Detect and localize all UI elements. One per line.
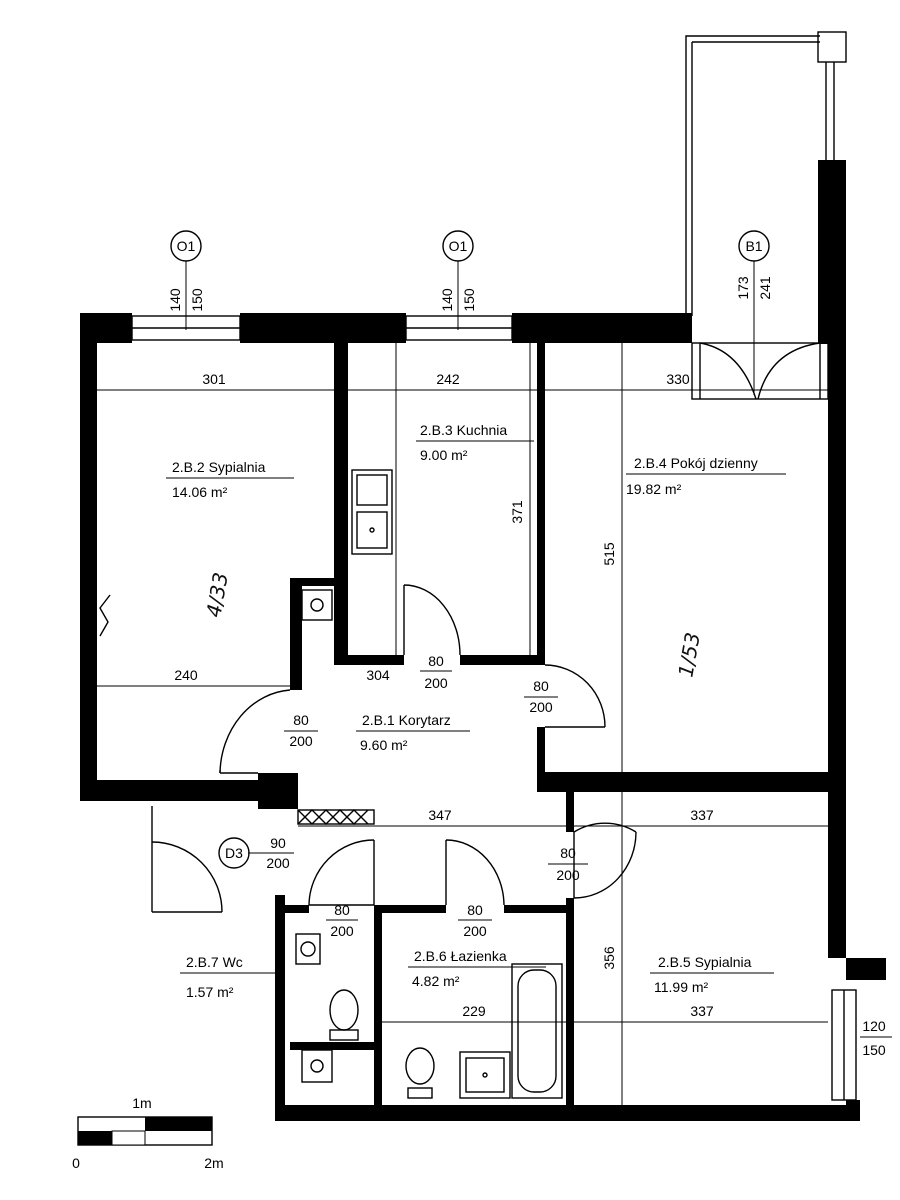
tag-d3-label: D3 xyxy=(225,845,243,861)
door-living-height: 200 xyxy=(529,699,553,715)
scale-left-label: 0 xyxy=(72,1155,80,1171)
room-living-name: 2.B.4 Pokój dzienny xyxy=(634,455,758,471)
door-swings xyxy=(151,584,637,913)
door-bedroom2-width: 80 xyxy=(560,845,576,861)
room-wc-name: 2.B.7 Wc xyxy=(186,954,243,970)
tag-o1-middle xyxy=(442,230,474,330)
tag-o1-middle-height: 150 xyxy=(461,288,477,312)
door-bedroom1-width: 80 xyxy=(293,712,309,728)
door-kitchen-width: 80 xyxy=(428,653,444,669)
dim-240: 240 xyxy=(174,667,198,683)
door-kitchen-height: 200 xyxy=(424,675,448,691)
room-bedroom1-area: 14.06 m² xyxy=(172,484,228,500)
scale-top-label: 1m xyxy=(132,1095,151,1111)
tag-o1-left xyxy=(170,230,202,330)
tag-o1-left-label: O1 xyxy=(177,238,196,254)
dim-330: 330 xyxy=(666,371,690,387)
door-bathroom-height: 200 xyxy=(463,923,487,939)
door-bedroom1-height: 200 xyxy=(289,733,313,749)
balcony xyxy=(685,31,847,400)
window-right-width: 120 xyxy=(862,1018,886,1034)
dim-337-top: 337 xyxy=(690,807,714,823)
dim-337-bottom: 337 xyxy=(690,1003,714,1019)
tag-d3-height: 200 xyxy=(266,855,290,871)
tag-o1-middle-width: 140 xyxy=(439,288,455,312)
tag-d3-width: 90 xyxy=(270,835,286,851)
tag-o1-left-width: 140 xyxy=(167,288,183,312)
wc-fixtures xyxy=(281,933,359,1105)
door-wc-height: 200 xyxy=(330,923,354,939)
dim-229: 229 xyxy=(462,1003,486,1019)
closet-fixture xyxy=(301,586,339,655)
room-bedroom2-area: 11.99 m² xyxy=(654,979,709,995)
dim-304: 304 xyxy=(366,667,390,683)
room-living-note: 1/53 xyxy=(673,631,704,679)
wardrobe-mark xyxy=(99,594,111,637)
entrance-threshold xyxy=(297,809,375,825)
room-bathroom-area: 4.82 m² xyxy=(412,973,460,989)
door-bedroom2-height: 200 xyxy=(556,867,580,883)
bathroom-fixtures xyxy=(405,963,563,1099)
room-bedroom1-name: 2.B.2 Sypialnia xyxy=(172,459,266,475)
door-bathroom-width: 80 xyxy=(467,902,483,918)
dim-371: 371 xyxy=(509,500,525,524)
dim-242: 242 xyxy=(436,371,460,387)
tag-o1-middle-label: O1 xyxy=(449,238,468,254)
dim-356: 356 xyxy=(601,946,617,970)
room-kitchen-name: 2.B.3 Kuchnia xyxy=(420,422,507,438)
room-bedroom2-name: 2.B.5 Sypialnia xyxy=(658,954,752,970)
room-kitchen-area: 9.00 m² xyxy=(420,447,468,463)
room-living-area: 19.82 m² xyxy=(626,481,682,497)
door-living-width: 80 xyxy=(533,678,549,694)
tag-o1-left-height: 150 xyxy=(189,288,205,312)
room-corridor-name: 2.B.1 Korytarz xyxy=(362,712,451,728)
dim-301: 301 xyxy=(202,371,226,387)
walls xyxy=(80,160,886,1121)
scale-bar xyxy=(77,1116,213,1146)
room-bedroom1-note: 4/33 xyxy=(201,571,232,619)
dim-515: 515 xyxy=(601,542,617,566)
dimension-lines xyxy=(97,343,892,1105)
tag-d3 xyxy=(218,837,250,869)
room-corridor-area: 9.60 m² xyxy=(360,737,408,753)
room-bathroom-name: 2.B.6 Łazienka xyxy=(414,948,507,964)
tag-b1-height: 241 xyxy=(757,276,773,300)
tag-b1-width: 173 xyxy=(735,276,751,300)
room-wc-area: 1.57 m² xyxy=(186,984,234,1000)
scale-right-label: 2m xyxy=(204,1155,223,1171)
door-wc-width: 80 xyxy=(334,902,350,918)
kitchen-sink xyxy=(351,469,393,555)
window-right-height: 150 xyxy=(862,1042,886,1058)
tag-b1-label: B1 xyxy=(745,238,762,254)
dim-347: 347 xyxy=(428,807,452,823)
tag-b1 xyxy=(738,230,770,395)
